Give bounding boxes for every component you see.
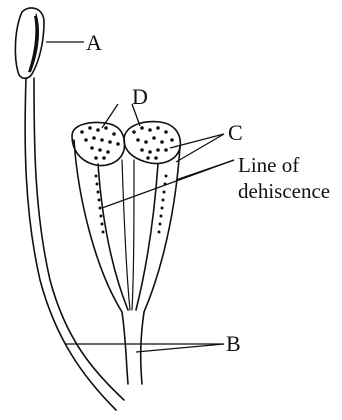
stigma (15, 8, 44, 78)
anther-body (74, 140, 180, 312)
label-b: B (226, 331, 241, 356)
filament (122, 312, 144, 384)
label-a: A (86, 30, 102, 55)
anther-lobes (72, 122, 180, 166)
label-dehiscence: dehiscence (238, 179, 330, 203)
label-d: D (132, 84, 148, 109)
label-c: C (228, 120, 243, 145)
label-line-of: Line of (238, 153, 299, 177)
